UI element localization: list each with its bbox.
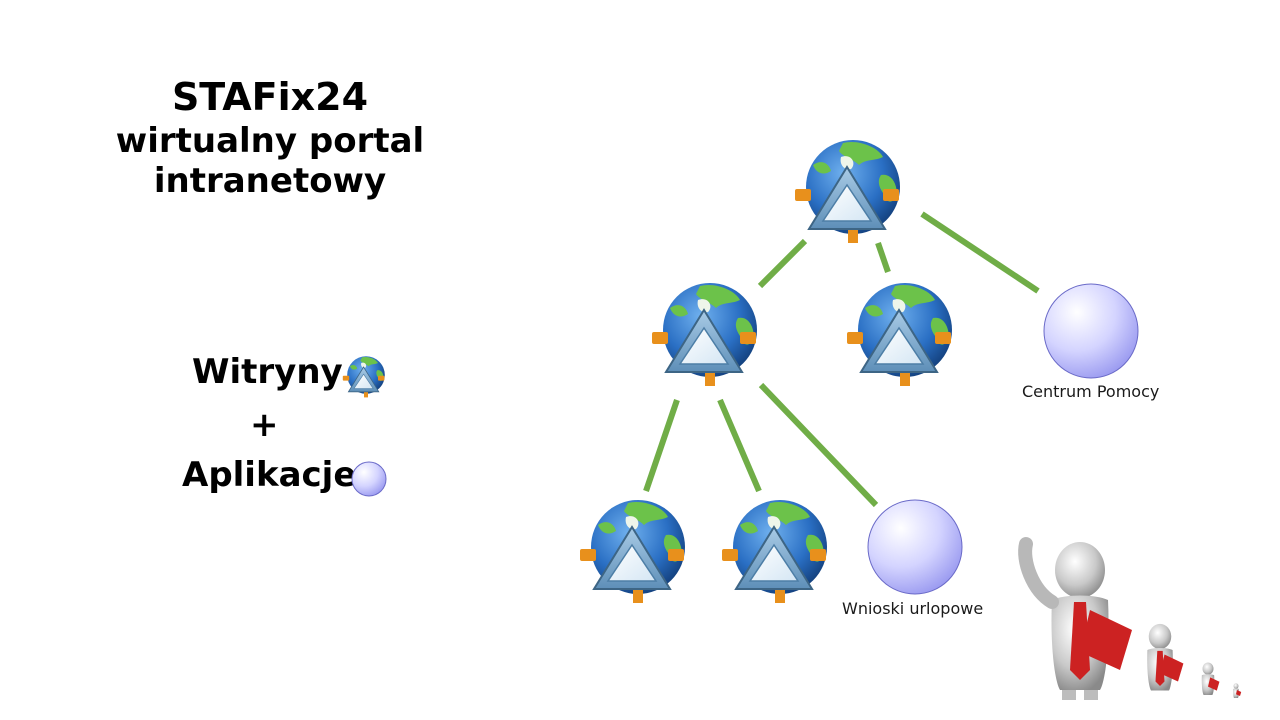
- legend-app-circle-icon: [351, 461, 387, 497]
- legend-sites-label: Witryny: [192, 352, 343, 392]
- site-middle-globe-icon: [846, 282, 953, 387]
- connector-left-child-2: [717, 398, 762, 493]
- presenter-figure-icon: [1018, 537, 1242, 700]
- connector-root-left: [757, 238, 808, 289]
- site-root-globe-icon: [794, 139, 901, 244]
- connector-left-leave-requests: [758, 382, 879, 508]
- legend-plus-sign: +: [250, 405, 279, 445]
- site-bottom-1-globe-icon: [579, 499, 686, 604]
- site-bottom-2-globe-icon: [721, 499, 828, 604]
- help-center-app-circle-icon: [1043, 283, 1139, 379]
- leave-requests-label: Wnioski urlopowe: [842, 599, 984, 618]
- connector-root-help-center: [920, 211, 1040, 294]
- connectors: [643, 211, 1040, 508]
- connector-root-middle: [875, 242, 891, 273]
- page-subtitle-line-2: intranetowy: [153, 161, 387, 201]
- site-left-globe-icon: [651, 282, 758, 387]
- leave-requests-app-circle-icon: [867, 499, 963, 595]
- page-subtitle-line-1: wirtualny portal: [115, 121, 425, 161]
- connector-left-child-1: [643, 399, 680, 492]
- legend-globe-site-icon: [342, 355, 386, 398]
- legend-apps-label: Aplikacje: [182, 455, 357, 495]
- help-center-label: Centrum Pomocy: [1022, 382, 1160, 401]
- page-title: STAFix24: [171, 75, 369, 119]
